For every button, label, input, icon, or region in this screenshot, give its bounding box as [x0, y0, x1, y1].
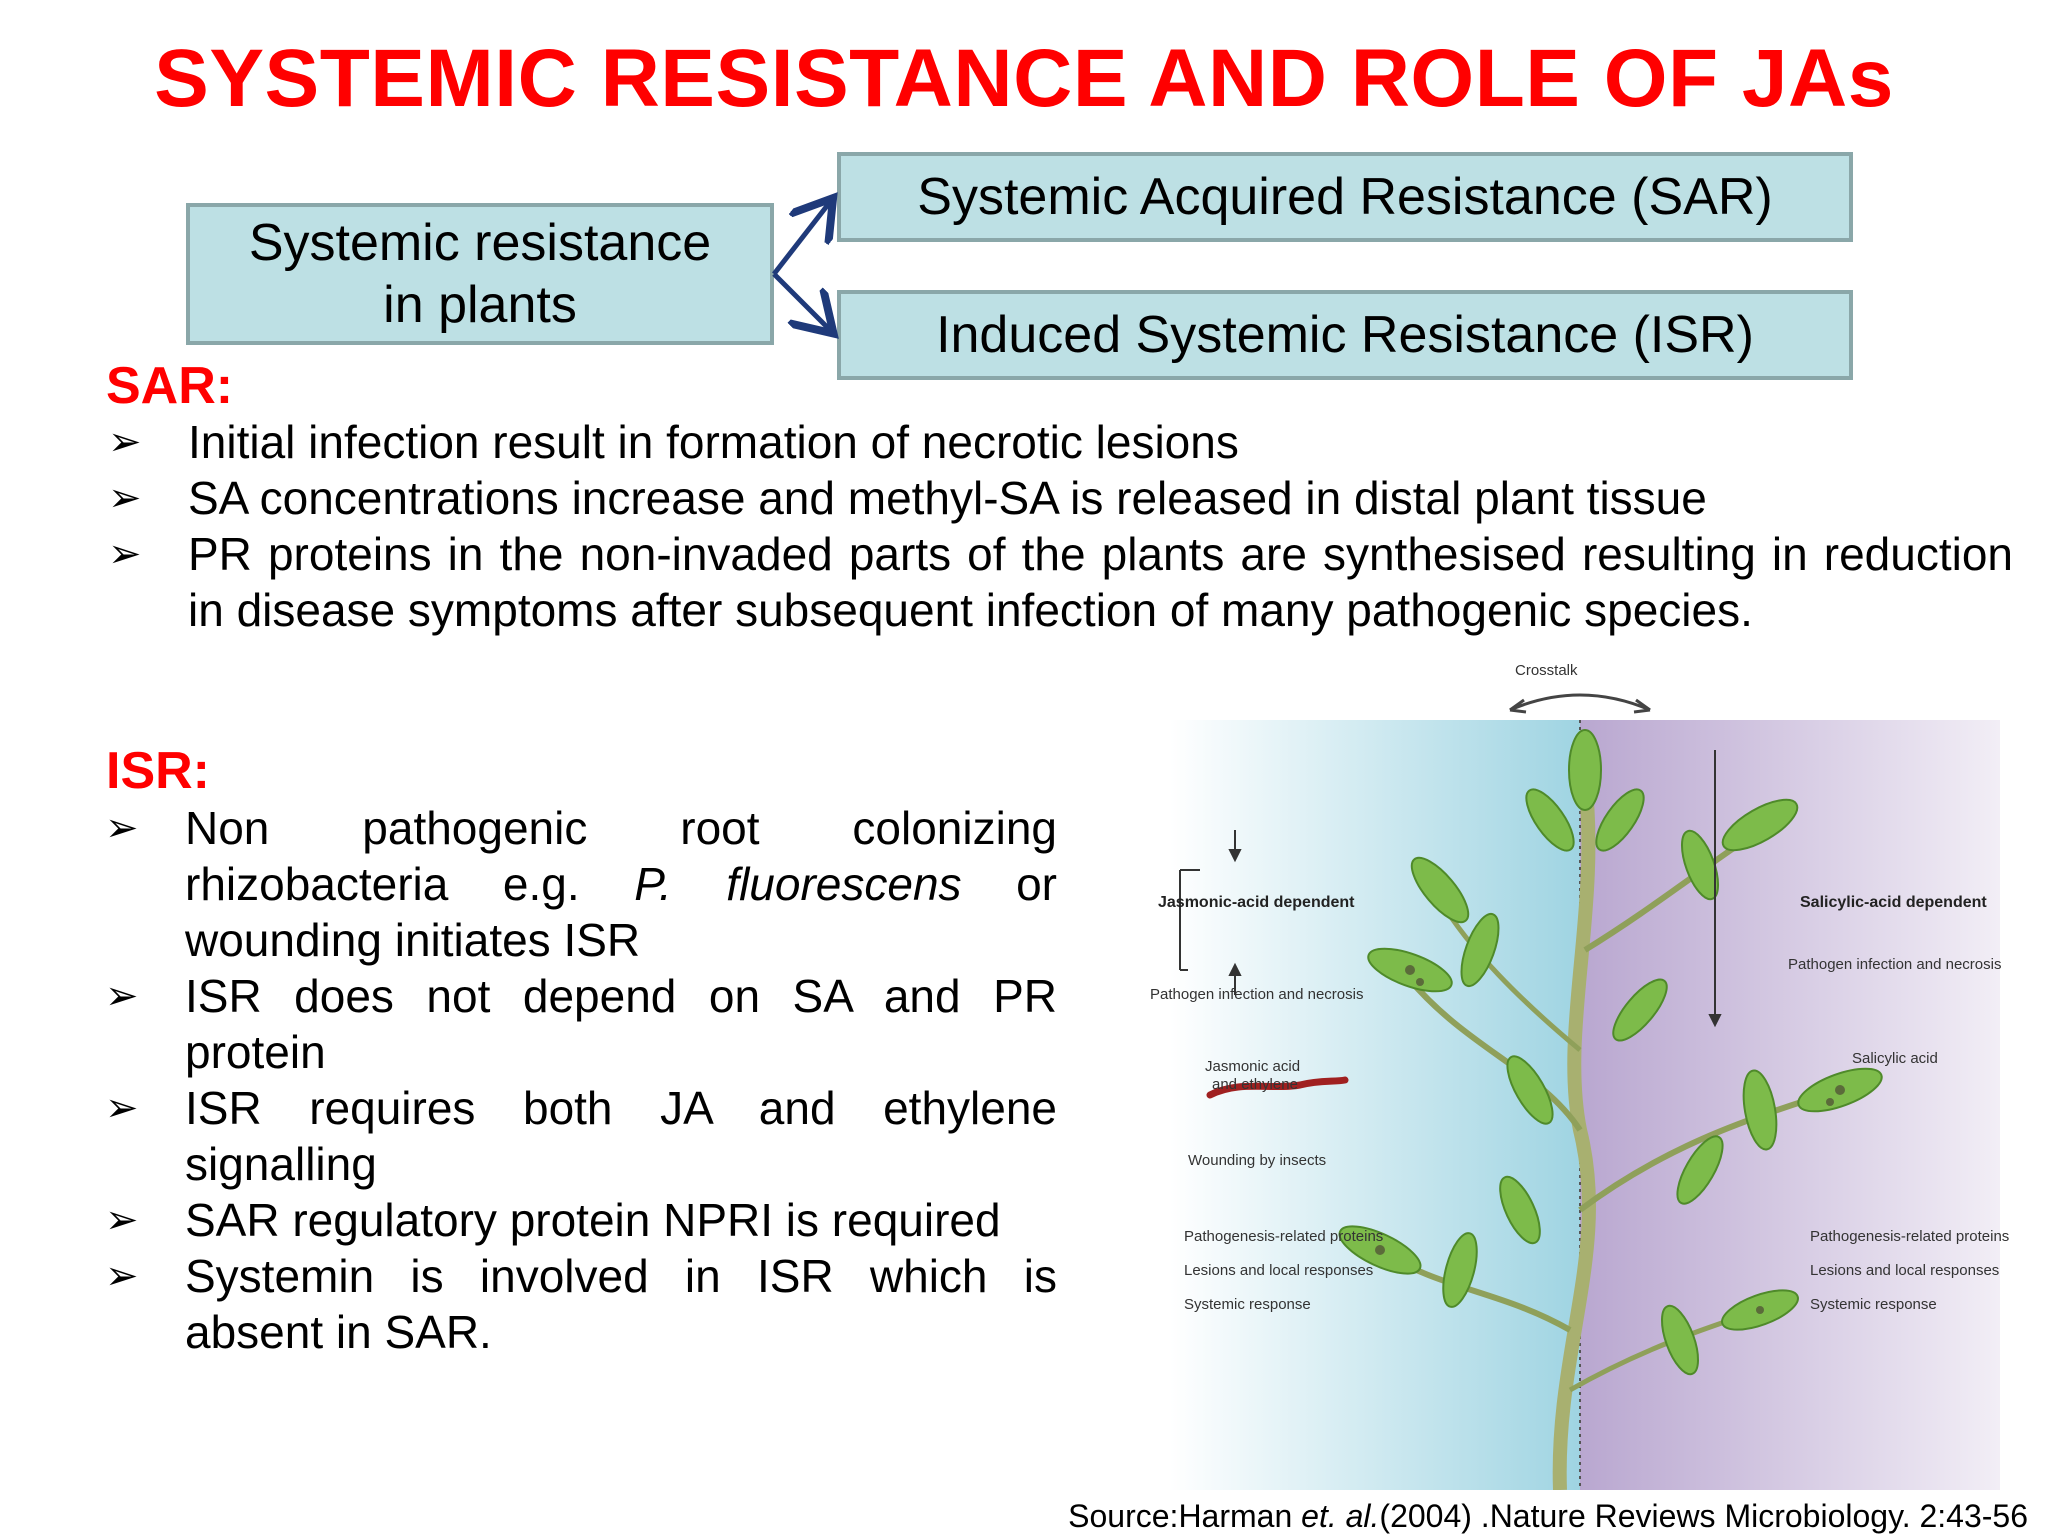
- ja-background: [1170, 720, 1580, 1490]
- sar-heading: SAR:: [106, 357, 234, 415]
- arrow-to-sar: [772, 202, 830, 276]
- ja-heading: Jasmonic-acid dependent: [1158, 894, 1355, 911]
- isr-bullet-3: ➢ISR requires both JA and ethylene signa…: [105, 1082, 1057, 1190]
- slide-title: SYSTEMIC RESISTANCE AND ROLE OF JAs: [154, 33, 1894, 124]
- plant-leaves: [1338, 729, 1883, 1376]
- isr-bullet-4: ➢SAR regulatory protein NPRI is required: [105, 1194, 1001, 1246]
- species-name: P. fluorescens: [634, 858, 962, 910]
- isr-bullet-2: ➢ISR does not depend on SA and PR protei…: [105, 970, 1057, 1078]
- sar-bullet-list: ➢Initial infection result in formation o…: [108, 414, 2013, 638]
- arrow-to-isr: [772, 272, 830, 330]
- arrow-bullet-icon: ➢: [105, 974, 139, 1018]
- ja-hormone-line1: Jasmonic acid: [1205, 1058, 1301, 1075]
- sar-bullet-2: ➢SA concentrations increase and methyl-S…: [108, 472, 1707, 524]
- isr-heading: ISR:: [106, 742, 210, 800]
- sar-bullet-3: ➢PR proteins in the non-invaded parts of…: [108, 528, 2013, 636]
- ja-pathogen-label: Pathogen infection and necrosis: [1150, 986, 1364, 1003]
- systemic-resistance-box: Systemic resistance in plants: [186, 203, 774, 345]
- isr-bullet-list: ➢Non pathogenic root colonizing rhizobac…: [105, 800, 1057, 1360]
- ja-systemic-label: Systemic response: [1184, 1296, 1311, 1313]
- insect-worm: [1206, 1076, 1349, 1099]
- arrow-bullet-icon: ➢: [105, 1198, 139, 1242]
- ja-hormone-line2: and ethylene: [1212, 1076, 1298, 1093]
- arrow-bullet-icon: ➢: [105, 1254, 139, 1298]
- sa-pr-label: Pathogenesis-related proteins: [1810, 1228, 2010, 1245]
- arrow-bullet-icon: ➢: [108, 420, 142, 464]
- ja-pr-label: Pathogenesis-related proteins: [1184, 1228, 1384, 1245]
- sa-heading: Salicylic-acid dependent: [1800, 894, 1987, 911]
- arrow-bullet-icon: ➢: [108, 476, 142, 520]
- source-citation: Source:Harman et. al.(2004) .Nature Revi…: [1068, 1498, 2028, 1534]
- arrow-bullet-icon: ➢: [105, 806, 139, 850]
- sa-systemic-label: Systemic response: [1810, 1296, 1937, 1313]
- plant-stem: [1552, 779, 1596, 1490]
- sa-pathogen-label: Pathogen infection and necrosis: [1788, 956, 2002, 973]
- sar-bullet-1: ➢Initial infection result in formation o…: [108, 416, 1239, 468]
- wounding-label: Wounding by insects: [1188, 1152, 1327, 1169]
- arrow-bullet-icon: ➢: [108, 532, 142, 576]
- ja-lesions-label: Lesions and local responses: [1184, 1262, 1374, 1279]
- plant-illustration: [1170, 693, 2000, 1490]
- main-box-line2: in plants: [383, 276, 577, 334]
- lesion-spots: [1375, 965, 1845, 1314]
- isr-bullet-1: ➢Non pathogenic root colonizing rhizobac…: [105, 802, 1057, 966]
- main-box-line1: Systemic resistance: [248, 213, 712, 272]
- arrow-bullet-icon: ➢: [105, 1086, 139, 1130]
- sar-box: Systemic Acquired Resistance (SAR): [837, 152, 1853, 242]
- sa-lesions-label: Lesions and local responses: [1810, 1262, 2000, 1279]
- plant-resistance-figure: Crosstalk Jasmonic-acid dependent Salicy…: [1140, 650, 2010, 1490]
- isr-box: Induced Systemic Resistance (ISR): [837, 290, 1853, 380]
- sa-hormone-label: Salicylic acid: [1852, 1050, 1938, 1067]
- crosstalk-label: Crosstalk: [1515, 662, 1578, 679]
- isr-bullet-5: ➢Systemin is involved in ISR which is ab…: [105, 1250, 1057, 1358]
- crosstalk-arrows: [1509, 693, 1651, 712]
